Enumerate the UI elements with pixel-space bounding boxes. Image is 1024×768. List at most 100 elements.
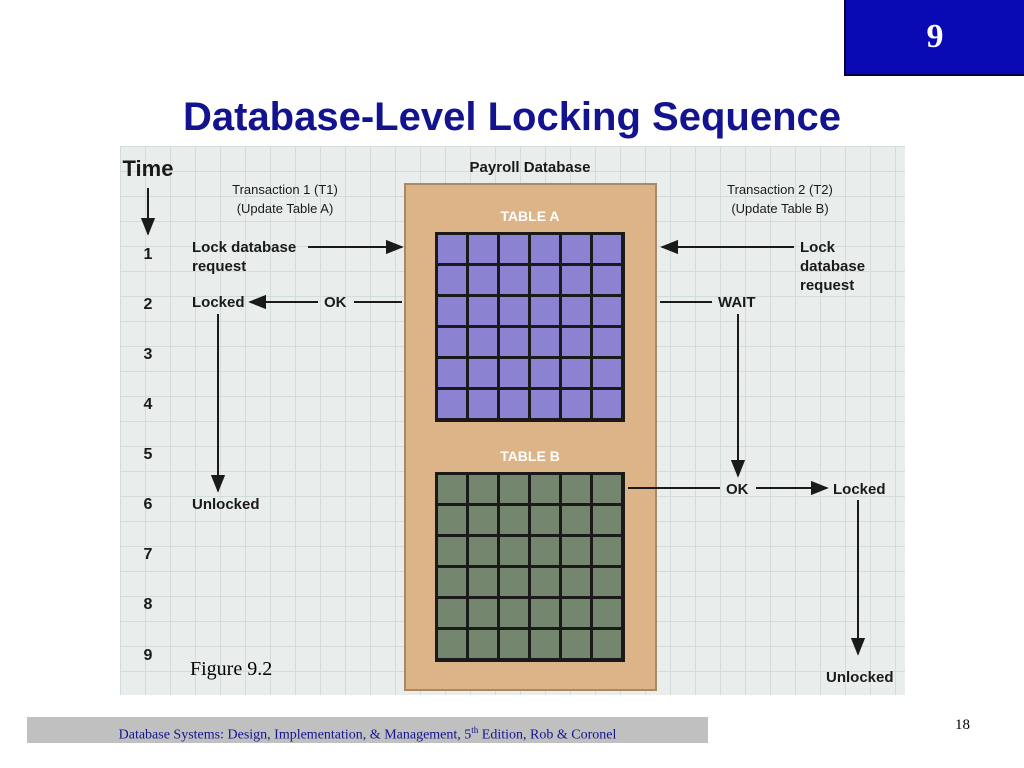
t2-ok-text: OK xyxy=(726,481,749,498)
footer-superscript: th xyxy=(471,725,479,735)
table-cell xyxy=(593,537,621,565)
table-cell xyxy=(531,390,559,418)
table-cell xyxy=(531,328,559,356)
table-cell xyxy=(438,599,466,627)
table-cell xyxy=(500,390,528,418)
t2-wait-text: WAIT xyxy=(718,294,756,311)
table-cell xyxy=(593,328,621,356)
table-cell xyxy=(469,328,497,356)
table-cell xyxy=(438,630,466,658)
table-cell xyxy=(562,568,590,596)
table-a-grid xyxy=(435,232,625,422)
table-cell xyxy=(500,475,528,503)
table-cell xyxy=(593,568,621,596)
t2-unlocked-text: Unlocked xyxy=(826,669,894,686)
payroll-database-label: Payroll Database xyxy=(470,159,591,176)
table-cell xyxy=(531,359,559,387)
table-cell xyxy=(593,475,621,503)
table-cell xyxy=(469,599,497,627)
t2-request-text: database xyxy=(800,258,865,275)
time-step: 4 xyxy=(144,396,153,413)
t1-request-text: Lock database xyxy=(192,239,296,256)
table-cell xyxy=(500,630,528,658)
table-cell xyxy=(469,630,497,658)
table-cell xyxy=(562,328,590,356)
locking-sequence-diagram: Time 1 2 3 4 5 6 7 8 9 Payroll Database … xyxy=(123,156,894,691)
time-step: 1 xyxy=(144,246,153,263)
table-cell xyxy=(500,235,528,263)
t1-title: Transaction 1 (T1) xyxy=(232,182,338,197)
table-cell xyxy=(438,390,466,418)
t1-locked-text: Locked xyxy=(192,294,245,311)
table-cell xyxy=(500,266,528,294)
table-cell xyxy=(593,297,621,325)
footer-citation: Database Systems: Design, Implementation… xyxy=(27,717,708,743)
footer-text: Database Systems: Design, Implementation… xyxy=(118,727,472,743)
table-cell xyxy=(500,568,528,596)
table-cell xyxy=(593,390,621,418)
time-step: 6 xyxy=(144,496,153,513)
table-cell xyxy=(500,506,528,534)
time-step: 5 xyxy=(144,446,153,463)
time-axis-label: Time xyxy=(123,156,174,181)
table-cell xyxy=(469,297,497,325)
table-cell xyxy=(562,537,590,565)
table-cell xyxy=(562,359,590,387)
table-cell xyxy=(531,475,559,503)
t2-subtitle: (Update Table B) xyxy=(731,201,828,216)
table-cell xyxy=(500,297,528,325)
chapter-number-box: 9 xyxy=(844,0,1024,76)
table-cell xyxy=(531,568,559,596)
table-b-grid xyxy=(435,472,625,662)
table-cell xyxy=(469,359,497,387)
slide-title: Database-Level Locking Sequence xyxy=(182,95,841,139)
table-b-label: TABLE B xyxy=(500,448,560,464)
t1-ok-text: OK xyxy=(324,294,347,311)
table-cell xyxy=(469,266,497,294)
page-number: 18 xyxy=(955,717,970,733)
table-cell xyxy=(500,359,528,387)
table-cell xyxy=(438,328,466,356)
table-cell xyxy=(469,390,497,418)
footer-text-end: Edition, Rob & Coronel xyxy=(478,727,617,743)
table-cell xyxy=(438,359,466,387)
table-cell xyxy=(438,537,466,565)
t1-unlocked-text: Unlocked xyxy=(192,496,260,513)
t2-title: Transaction 2 (T2) xyxy=(727,182,833,197)
time-step: 9 xyxy=(144,647,153,664)
table-cell xyxy=(531,235,559,263)
time-step: 7 xyxy=(144,546,153,563)
table-cell xyxy=(438,475,466,503)
table-cell xyxy=(562,266,590,294)
table-cell xyxy=(562,235,590,263)
table-cell xyxy=(531,297,559,325)
table-cell xyxy=(500,328,528,356)
table-cell xyxy=(531,599,559,627)
table-cell xyxy=(500,537,528,565)
table-cell xyxy=(562,390,590,418)
time-step: 2 xyxy=(144,296,153,313)
table-cell xyxy=(469,537,497,565)
figure-caption: Figure 9.2 xyxy=(190,658,273,680)
table-cell xyxy=(438,297,466,325)
table-cell xyxy=(438,266,466,294)
table-cell xyxy=(593,266,621,294)
table-cell xyxy=(593,359,621,387)
table-cell xyxy=(500,599,528,627)
table-cell xyxy=(469,568,497,596)
table-cell xyxy=(469,506,497,534)
table-cell xyxy=(469,235,497,263)
time-step: 3 xyxy=(144,346,153,363)
t2-request-text: Lock xyxy=(800,239,836,256)
table-a-label: TABLE A xyxy=(500,208,559,224)
table-cell xyxy=(593,630,621,658)
table-cell xyxy=(438,235,466,263)
t1-request-text: request xyxy=(192,258,246,275)
table-cell xyxy=(593,599,621,627)
t2-request-text: request xyxy=(800,277,854,294)
table-cell xyxy=(562,297,590,325)
table-cell xyxy=(469,475,497,503)
locking-sequence-figure: Time 1 2 3 4 5 6 7 8 9 Payroll Database … xyxy=(120,146,905,695)
table-cell xyxy=(562,475,590,503)
table-cell xyxy=(562,506,590,534)
